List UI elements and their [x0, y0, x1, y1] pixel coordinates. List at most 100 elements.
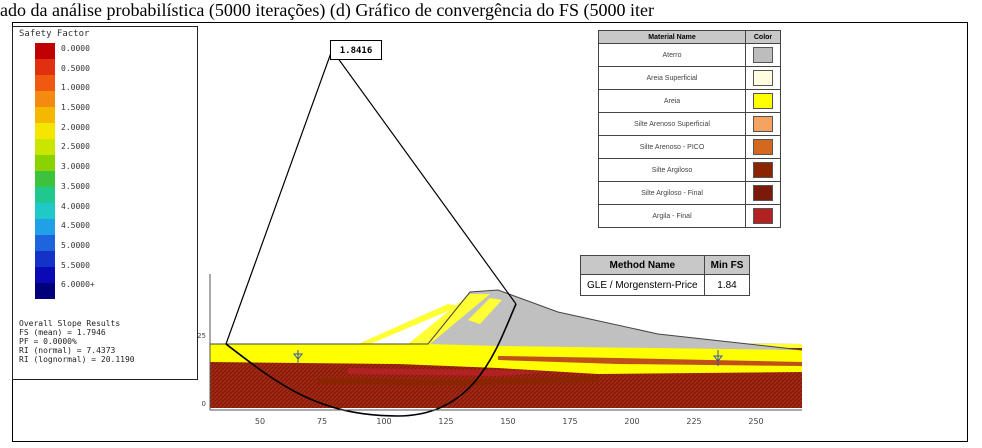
material-row: Silte Argiloso - Final — [598, 181, 781, 205]
material-name: Silte Argiloso — [598, 158, 746, 182]
material-row: Argila - Final — [598, 204, 781, 228]
legend-swatch — [35, 155, 55, 171]
material-name: Areia Superficial — [598, 66, 746, 90]
legend-swatch — [35, 283, 55, 299]
material-color — [745, 204, 781, 228]
water-table-marker-right — [712, 350, 724, 366]
embankment-sand-stripe — [358, 304, 460, 344]
x-tick-label: 250 — [748, 417, 763, 426]
material-color-swatch — [753, 47, 773, 63]
figure-caption: ado da análise probabilística (5000 iter… — [0, 0, 654, 20]
water-table-marker-left — [292, 350, 304, 364]
ground-surface — [210, 289, 803, 351]
material-name: Silte Arenoso - PICO — [598, 135, 746, 159]
material-color — [745, 135, 781, 159]
material-color — [745, 89, 781, 113]
x-tick-label: 50 — [255, 417, 265, 426]
material-color-header: Color — [745, 30, 781, 44]
material-name: Silte Arenoso Superficial — [598, 112, 746, 136]
legend-title: Safety Factor — [19, 29, 90, 39]
safety-factor-legend: Safety Factor 0.0000 0.5000 1.0000 1.5000 2.… — [12, 26, 198, 380]
method-name-header: Method Name — [580, 255, 705, 275]
material-color — [745, 66, 781, 90]
method-name: GLE / Morgenstern-Price — [580, 274, 705, 296]
legend-swatch — [35, 187, 55, 203]
legend-tick: 1.5000 — [61, 103, 90, 113]
x-tick-label: 200 — [624, 417, 639, 426]
material-row: Areia — [598, 89, 781, 113]
y-tick-label: 25 — [198, 332, 206, 340]
legend-swatch — [35, 107, 55, 123]
legend-swatch — [35, 75, 55, 91]
y-tick-label: 0 — [202, 400, 206, 408]
results-title: Overall Slope Results — [19, 319, 121, 328]
legend-swatch — [35, 251, 55, 267]
legend-tick: 5.5000 — [61, 260, 90, 270]
material-name: Aterro — [598, 43, 746, 67]
y-axis-ticks: 25 0 — [198, 332, 206, 408]
legend-swatch — [35, 59, 55, 75]
material-color — [745, 158, 781, 182]
legend-color-scale — [35, 43, 55, 299]
material-row: Aterro — [598, 43, 781, 67]
x-tick-label: 75 — [317, 417, 327, 426]
material-row: Silte Arenoso Superficial — [598, 112, 781, 136]
results-line: RI (normal) = 7.4373 — [19, 346, 116, 355]
x-tick-label: 175 — [562, 417, 577, 426]
material-color-swatch — [753, 162, 773, 178]
legend-tick: 5.0000 — [61, 240, 90, 250]
lens-silte-argiloso — [318, 376, 598, 386]
legend-swatch — [35, 43, 55, 59]
material-color-swatch — [753, 70, 773, 86]
legend-swatch — [35, 235, 55, 251]
layer-aterro — [428, 290, 802, 350]
legend-tick: 0.5000 — [61, 63, 90, 73]
legend-tick: 4.0000 — [61, 201, 90, 211]
legend-swatch — [35, 219, 55, 235]
material-color-swatch — [753, 185, 773, 201]
min-fs-value: 1.84 — [703, 274, 751, 296]
legend-tick: 1.0000 — [61, 83, 90, 93]
material-name: Silte Argiloso - Final — [598, 181, 746, 205]
legend-swatch — [35, 91, 55, 107]
method-table: Method Name Min FS GLE / Morgenstern-Pri… — [580, 255, 751, 296]
material-color — [745, 112, 781, 136]
material-name-header: Material Name — [598, 30, 746, 44]
material-color-swatch — [753, 139, 773, 155]
slope-results: Overall Slope Results FS (mean) = 1.7946… — [19, 319, 135, 364]
material-color-swatch — [753, 93, 773, 109]
embankment-sand-stripe — [408, 294, 490, 344]
legend-tick: 6.0000+ — [61, 280, 95, 290]
legend-tick: 0.0000 — [61, 44, 90, 53]
legend-swatch — [35, 139, 55, 155]
material-row: Silte Arenoso - PICO — [598, 135, 781, 159]
min-fs-header: Min FS — [703, 255, 751, 275]
material-row: Areia Superficial — [598, 66, 781, 90]
x-tick-label: 100 — [376, 417, 391, 426]
x-tick-label: 125 — [438, 417, 453, 426]
legend-swatch — [35, 123, 55, 139]
material-color-swatch — [753, 208, 773, 224]
material-color — [745, 43, 781, 67]
legend-tick: 2.0000 — [61, 122, 90, 132]
slip-surface-fs-label: 1.8416 — [330, 40, 382, 60]
material-name: Argila - Final — [598, 204, 746, 228]
legend-swatch — [35, 203, 55, 219]
legend-tick: 2.5000 — [61, 142, 90, 152]
material-color-swatch — [753, 116, 773, 132]
legend-tick: 3.5000 — [61, 181, 90, 191]
material-color — [745, 181, 781, 205]
x-tick-label: 150 — [500, 417, 515, 426]
results-line: FS (mean) = 1.7946 — [19, 328, 106, 337]
lens-argila — [348, 368, 548, 376]
lens-silte-arenoso-pico — [498, 356, 802, 366]
material-name: Areia — [598, 89, 746, 113]
legend-swatch — [35, 267, 55, 283]
critical-slip-surface — [225, 303, 517, 417]
embankment-sand-stripe — [468, 298, 502, 324]
results-line: RI (lognormal) = 20.1190 — [19, 355, 135, 364]
